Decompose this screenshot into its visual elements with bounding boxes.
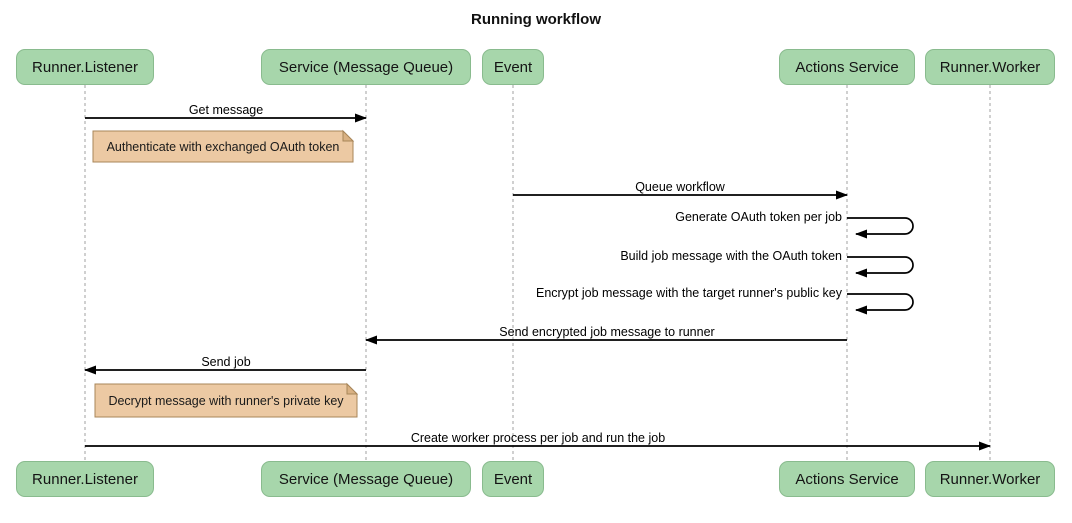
note-shape-decrypt: [94, 383, 358, 418]
actor-label: Runner.Listener: [32, 58, 138, 76]
actor-label: Runner.Listener: [32, 470, 138, 488]
actor-label: Event: [493, 58, 533, 76]
actor-bottom-runner-listener: Runner.Listener: [16, 461, 154, 497]
message-label-send-job: Send job: [201, 355, 251, 369]
actor-label: Service (Message Queue): [278, 58, 454, 76]
note-decrypt-private-key: Decrypt message with runner's private ke…: [108, 393, 344, 408]
self-loop-generate-oauth-token: [847, 217, 914, 239]
note-fold-authenticate: [342, 129, 355, 142]
actor-label: Service (Message Queue): [278, 470, 454, 488]
note-shape-authenticate: [92, 130, 354, 163]
actor-top-runner-listener: Runner.Listener: [16, 49, 154, 85]
actor-label: Runner.Worker: [939, 470, 1041, 488]
message-label-generate-oauth-token: Generate OAuth token per job: [675, 210, 842, 224]
actor-bottom-service-message-queue: Service (Message Queue): [261, 461, 471, 497]
actor-top-runner-worker: Runner.Worker: [925, 49, 1055, 85]
self-loop-encrypt-job-message: [847, 293, 914, 315]
actor-top-actions-service: Actions Service: [779, 49, 915, 85]
message-label-send-encrypted-job-message: Send encrypted job message to runner: [499, 325, 715, 339]
message-label-create-worker-process: Create worker process per job and run th…: [410, 431, 666, 445]
actor-bottom-runner-worker: Runner.Worker: [925, 461, 1055, 497]
actor-bottom-actions-service: Actions Service: [779, 461, 915, 497]
actor-top-service-message-queue: Service (Message Queue): [261, 49, 471, 85]
actor-bottom-event: Event: [482, 461, 544, 497]
actor-label: Actions Service: [795, 58, 899, 76]
self-loop-build-job-message: [847, 256, 914, 278]
message-label-encrypt-job-message: Encrypt job message with the target runn…: [535, 286, 842, 300]
note-fold-decrypt: [346, 382, 359, 395]
message-label-get-message: Get message: [188, 103, 264, 117]
actor-label: Actions Service: [795, 470, 899, 488]
message-label-queue-workflow: Queue workflow: [635, 180, 725, 194]
note-authenticate-oauth: Authenticate with exchanged OAuth token: [106, 140, 340, 154]
note-shapes: [92, 129, 359, 418]
actor-label: Event: [493, 470, 533, 488]
message-label-build-job-message: Build job message with the OAuth token: [620, 249, 842, 263]
actor-top-event: Event: [482, 49, 544, 85]
diagram-title: Running workflow: [471, 11, 601, 28]
lifelines: [84, 85, 991, 461]
message-arrows: [84, 113, 991, 451]
actor-label: Runner.Worker: [939, 58, 1041, 76]
